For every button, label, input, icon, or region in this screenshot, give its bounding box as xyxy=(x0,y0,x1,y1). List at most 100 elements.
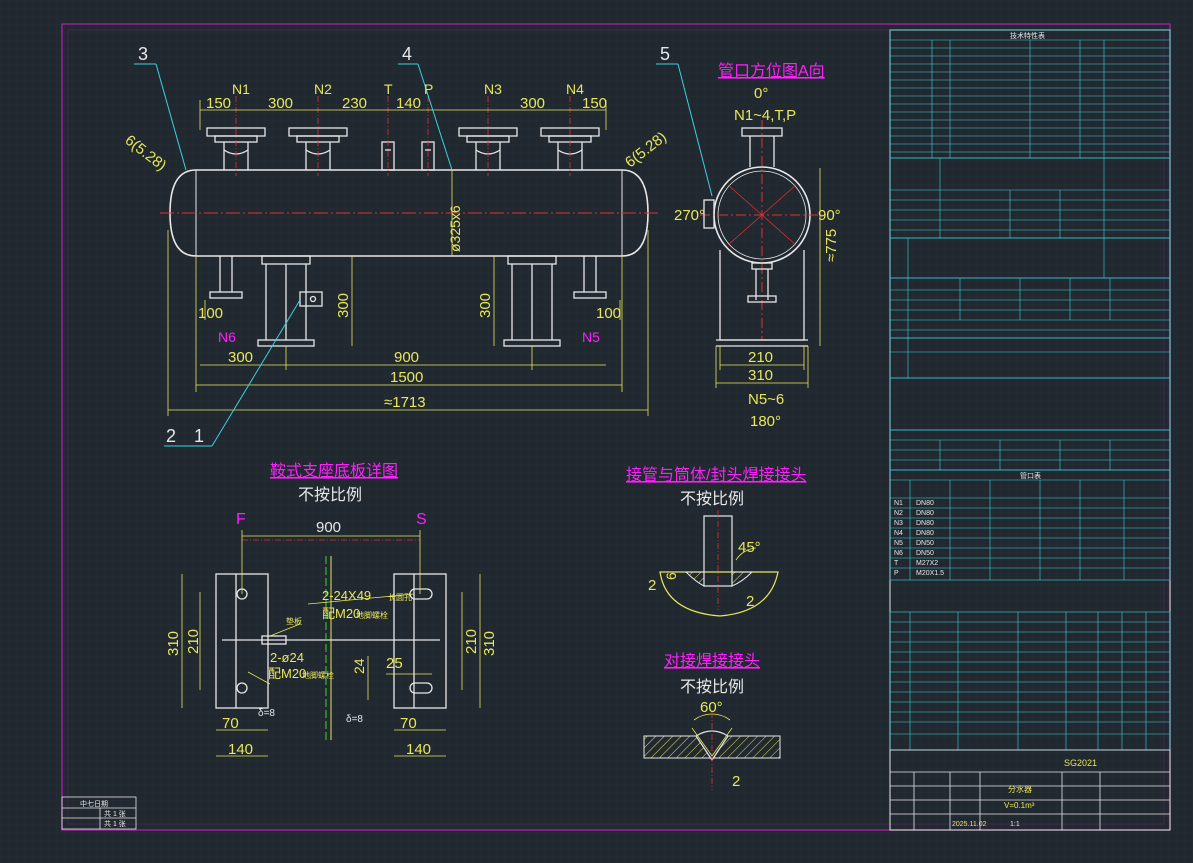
nozzle-row-mark: T xyxy=(894,560,899,567)
saddle-supports xyxy=(257,255,561,347)
saddle-dim-140-left: 140 xyxy=(228,741,253,758)
saddle-dim-140-right: 140 xyxy=(406,741,431,758)
weld1-subtitle: 不按比例 xyxy=(680,490,744,508)
stamp-row-2: 共 1 张 xyxy=(104,809,126,818)
stamp-table xyxy=(61,796,137,830)
top-dim-5: 300 xyxy=(520,95,545,112)
nozzle-label-n6: N6 xyxy=(218,329,236,345)
saddle-dim-25: 25 xyxy=(386,655,403,672)
side-height: ≈775 xyxy=(823,229,840,262)
side-nozzles-bottom: N5~6 xyxy=(748,391,784,408)
top-dim-4: 140 xyxy=(396,95,421,112)
side-angle-bottom: 180° xyxy=(750,413,781,430)
side-angle-top: 0° xyxy=(754,85,768,102)
callout-3: 3 xyxy=(138,44,148,64)
front-dimension-lines xyxy=(167,100,649,416)
equipment-spec: V=0.1m³ xyxy=(1004,801,1035,810)
nozzle-row-mark: N3 xyxy=(894,520,903,527)
nozzle-row-mark: P xyxy=(894,570,899,577)
saddle-dim-210-right: 210 xyxy=(463,629,480,654)
nozzle-row-size: DN50 xyxy=(916,540,934,547)
saddle-label-s: S xyxy=(416,511,427,528)
front-view: 3 4 5 2 1 N1 N2 T P N3 N4 N6 N5 150 300 … xyxy=(122,44,713,447)
saddle-detail: 鞍式支座底板详图 不按比例 F S xyxy=(165,462,498,758)
parts-list xyxy=(889,611,1171,751)
nozzle-table xyxy=(889,469,1171,581)
nozzle-row-size: DN80 xyxy=(916,510,934,517)
side-dim-210: 210 xyxy=(748,349,773,366)
weld1-gap-a: 2 xyxy=(648,577,656,594)
saddle-thickness-left: δ=8 xyxy=(258,708,275,719)
callout-4: 4 xyxy=(402,44,412,64)
side-view: 管口方位图A向 0° N1~4,T,P 270° 90° ≈775 210 31… xyxy=(674,62,841,430)
nozzle-row-size: DN80 xyxy=(916,520,934,527)
nozzle-row-mark: N5 xyxy=(894,540,903,547)
nozzle-label-n3: N3 xyxy=(484,81,502,97)
stamp-row-1: 中七日期 xyxy=(80,799,108,808)
callout-2: 2 xyxy=(166,426,176,446)
nozzle-label-n1: N1 xyxy=(232,81,250,97)
saddle-plate-note: 垫板 xyxy=(286,616,302,626)
saddle-slot: 2-24X49 xyxy=(322,588,371,603)
saddle-slot-note: 长圆孔 xyxy=(388,592,412,602)
drawing-date: 2025.11.02 xyxy=(952,821,987,828)
weld2-gap: 2 xyxy=(732,773,740,790)
nozzle-row-size: DN50 xyxy=(916,550,934,557)
shell-diameter: ø325x6 xyxy=(447,205,463,252)
callout-5: 5 xyxy=(660,44,670,64)
weld-detail-2: 对接焊接接头 不按比例 60° 2 xyxy=(643,652,781,790)
saddle-span: 900 xyxy=(316,519,341,536)
left-dim-300: 300 xyxy=(335,293,352,318)
nozzle-row-mark: N2 xyxy=(894,510,903,517)
saddle-thickness-right: δ=8 xyxy=(346,714,363,725)
weld1-gap-b: 6 xyxy=(663,572,679,580)
saddle-dim-70-right: 70 xyxy=(400,715,417,732)
top-dim-2: 300 xyxy=(268,95,293,112)
saddle-dim-310-right: 310 xyxy=(481,631,498,656)
stamp-row-3: 共 1 张 xyxy=(104,819,126,828)
nozzle-label-n2: N2 xyxy=(314,81,332,97)
saddle-title: 鞍式支座底板详图 xyxy=(270,462,398,480)
weld1-angle: 45° xyxy=(738,539,761,556)
saddle-label-f: F xyxy=(236,511,246,528)
saddle-bolt-right-note: 地脚螺栓 xyxy=(356,610,388,620)
spec-table xyxy=(889,29,1171,159)
drawing-scale: 1:1 xyxy=(1010,821,1020,828)
nozzle-row-mark: N1 xyxy=(894,500,903,507)
weld1-title: 接管与筒体/封头焊接接头 xyxy=(626,466,806,484)
bottom-nozzles xyxy=(209,256,607,299)
weld2-angle: 60° xyxy=(700,699,723,716)
side-angle-right: 90° xyxy=(818,207,841,224)
right-dim-100: 100 xyxy=(596,305,621,322)
bottom-dim-300: 300 xyxy=(228,349,253,366)
saddle-dim-24: 24 xyxy=(351,658,367,674)
weld1-gap-c: 2 xyxy=(746,593,754,610)
nozzle-label-n4: N4 xyxy=(566,81,584,97)
saddle-subtitle: 不按比例 xyxy=(298,486,362,504)
spec-table-title: 技术特性表 xyxy=(1010,31,1045,40)
weld-detail-1: 接管与筒体/封头焊接接头 不按比例 45° 2 6 2 xyxy=(626,466,806,617)
nozzle-label-n5: N5 xyxy=(582,329,600,345)
side-dim-310: 310 xyxy=(748,367,773,384)
callout-leaders xyxy=(134,63,713,447)
weld2-subtitle: 不按比例 xyxy=(680,678,744,696)
side-view-title: 管口方位图A向 xyxy=(718,62,825,80)
left-dim-100: 100 xyxy=(198,305,223,322)
bottom-dim-900: 900 xyxy=(394,349,419,366)
top-dim-6: 150 xyxy=(582,95,607,112)
side-angle-left: 270° xyxy=(674,207,705,224)
saddle-dim-210-left: 210 xyxy=(185,629,202,654)
top-dim-1: 150 xyxy=(206,95,231,112)
callout-1: 1 xyxy=(194,426,204,446)
right-dim-300: 300 xyxy=(477,293,494,318)
nozzle-label-t: T xyxy=(384,81,393,97)
nozzle-row-size: M27X2 xyxy=(916,560,938,567)
nozzle-row-size: M20X1.5 xyxy=(916,570,944,577)
title-block: 技术特性表 xyxy=(889,29,1171,831)
side-nozzles-top: N1~4,T,P xyxy=(734,107,796,124)
saddle-hole: 2-ø24 xyxy=(270,650,304,665)
nozzle-row-mark: N4 xyxy=(894,530,903,537)
drawing-number: SG2021 xyxy=(1064,758,1097,768)
nozzle-row-mark: N6 xyxy=(894,550,903,557)
